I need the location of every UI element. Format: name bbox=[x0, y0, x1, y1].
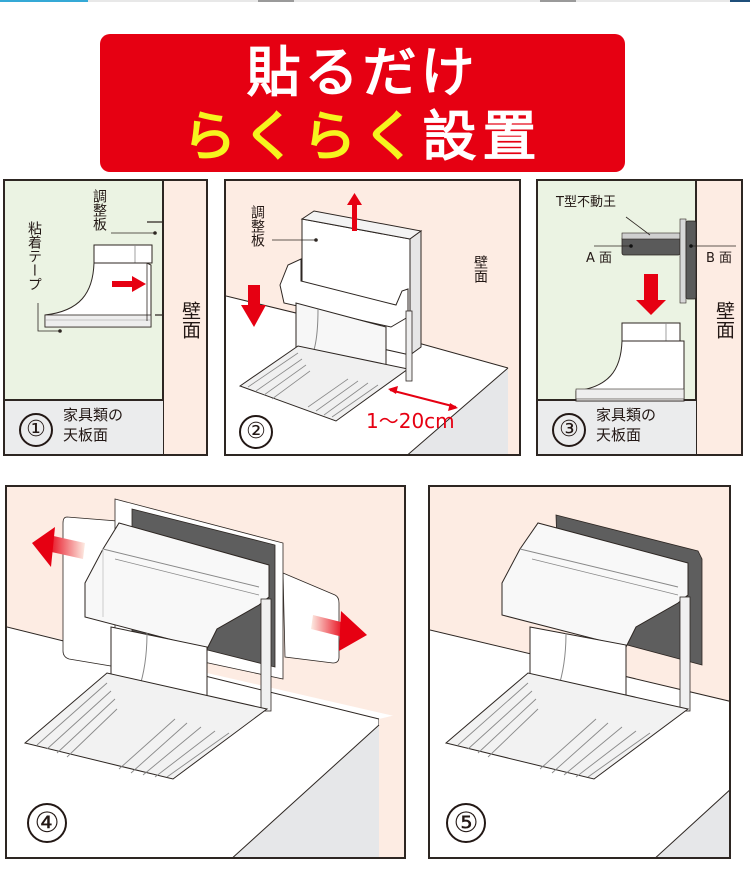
headline-line1: 貼るだけ bbox=[246, 41, 479, 104]
label-wall: 壁面 bbox=[713, 301, 735, 339]
surface-label-line1: 家具類の bbox=[63, 406, 124, 424]
headline-banner: 貼るだけ らくらく設置 bbox=[100, 34, 625, 172]
step-3-number: ③ bbox=[552, 413, 586, 447]
label-wall: 壁面 bbox=[179, 301, 201, 339]
label-adhesive-tape: 粘着テープ bbox=[26, 221, 42, 291]
headline-rest: 設置 bbox=[422, 105, 543, 168]
step-5-illustration bbox=[430, 514, 729, 857]
step-4-panel: ④ bbox=[5, 485, 406, 859]
step-3-panel: T型不動王 A 面 B 面 壁面 ③ 家具類の 天板面 bbox=[536, 179, 743, 456]
headline-highlight: らくらく bbox=[182, 105, 423, 168]
surface-label-line1: 家具類の bbox=[596, 406, 657, 424]
label-product-name: T型不動王 bbox=[556, 195, 616, 210]
step-3-illustration bbox=[538, 181, 741, 454]
label-adjust-plate: 調整板 bbox=[249, 205, 265, 247]
step-2-illustration bbox=[226, 193, 509, 454]
top-strip-segment bbox=[730, 0, 750, 2]
step-2-number: ② bbox=[239, 415, 273, 449]
label-face-b: B 面 bbox=[706, 251, 733, 266]
step-4-number: ④ bbox=[27, 803, 67, 843]
step-4-illustration bbox=[7, 498, 404, 857]
step-1-panel: 調整板 粘着テープ 壁面 ① 家具類の 天板面 bbox=[3, 179, 208, 456]
top-strip bbox=[0, 0, 750, 2]
step-2-panel: 調整板 壁面 1〜20cm ② bbox=[224, 179, 521, 456]
top-strip-segment bbox=[258, 0, 294, 2]
surface-label-line2: 天板面 bbox=[63, 426, 109, 444]
top-strip-segment bbox=[540, 0, 576, 2]
step-5-number: ⑤ bbox=[446, 803, 486, 843]
surface-label-line2: 天板面 bbox=[596, 426, 642, 444]
headline-line2: らくらく設置 bbox=[100, 104, 625, 170]
step-1-number: ① bbox=[19, 413, 53, 447]
label-distance: 1〜20cm bbox=[366, 409, 455, 433]
label-adjust-plate: 調整板 bbox=[91, 189, 107, 231]
top-strip-accent bbox=[0, 0, 88, 2]
label-face-a: A 面 bbox=[586, 251, 613, 266]
step-5-panel: ⑤ bbox=[428, 485, 731, 859]
label-wall: 壁面 bbox=[472, 255, 488, 283]
